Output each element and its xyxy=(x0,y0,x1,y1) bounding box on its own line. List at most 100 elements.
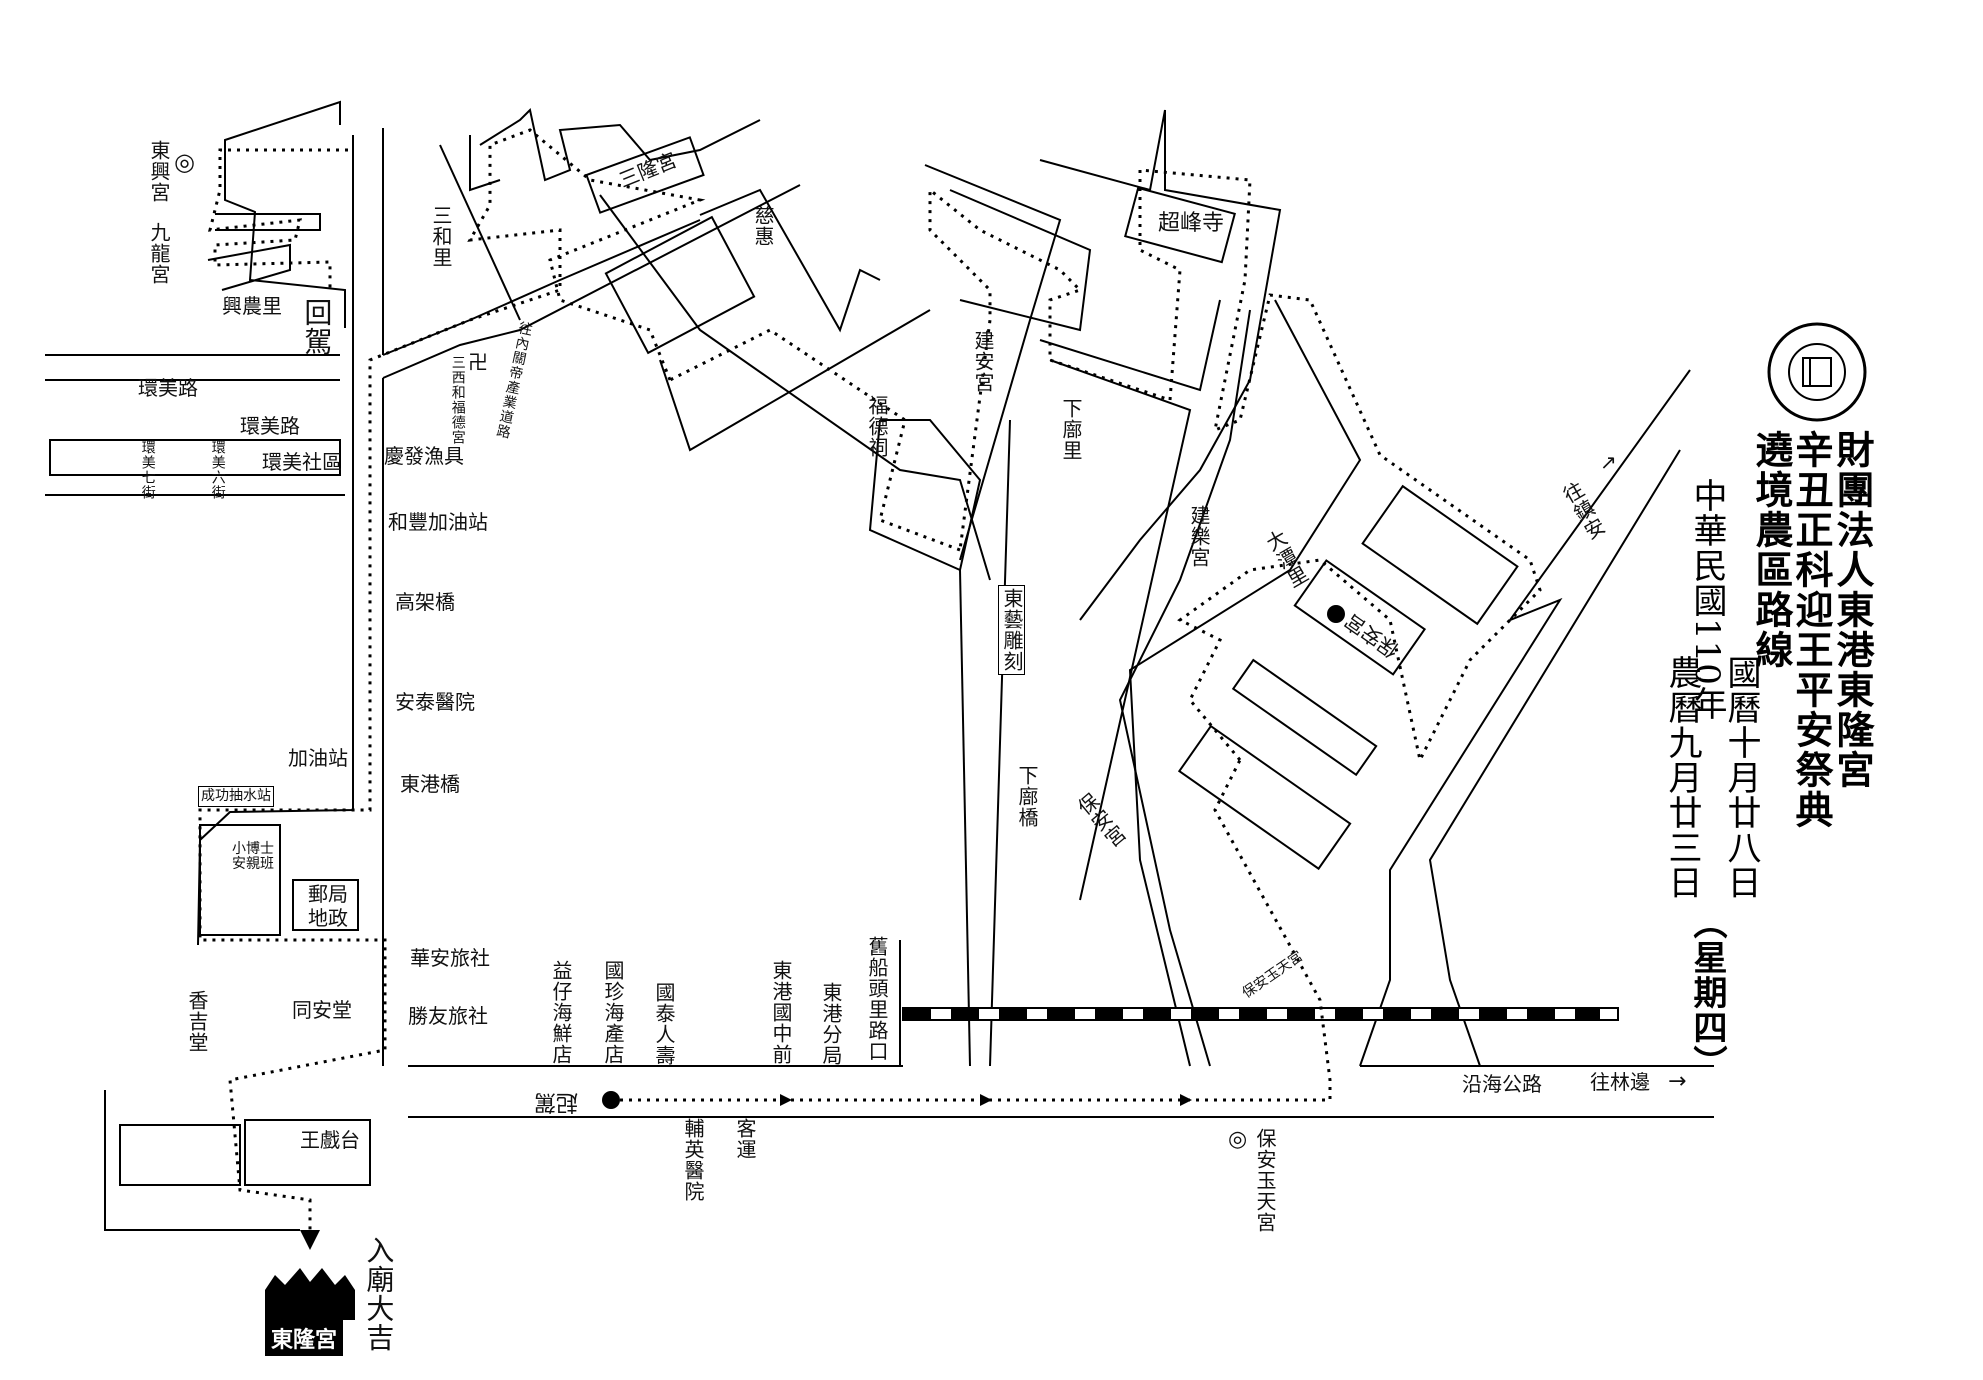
baoan-dot-icon xyxy=(1327,605,1345,623)
road-cihui xyxy=(599,194,991,581)
road-xiabu xyxy=(1039,299,1221,392)
route-sanlong xyxy=(198,128,706,1240)
label-return: 回駕 xyxy=(300,298,334,356)
label-huaan-hotel: 華安旅社 xyxy=(410,946,490,970)
label-bus-station: 客運 xyxy=(733,1118,757,1160)
road-jianan-inner xyxy=(949,189,1092,332)
block-east-2 xyxy=(1231,658,1378,777)
route-block-loop xyxy=(928,168,1542,765)
temple-marker-icon: ◎ xyxy=(1228,1127,1248,1152)
label-huanmei-road-2: 環美路 xyxy=(240,414,300,438)
road-ne-lower xyxy=(382,184,801,379)
label-jianan-temple: 建安宮 xyxy=(971,330,995,393)
road-datan xyxy=(1128,299,1362,1067)
road-xiabu-2 xyxy=(1049,359,1192,901)
label-antai-hospital: 安泰醫院 xyxy=(395,690,475,714)
label-wangxitai: 王戲台 xyxy=(300,1128,360,1152)
label-xiaoboshi: 小博士安親班 xyxy=(232,841,274,872)
temple-marker-icon: ◎ xyxy=(174,148,195,176)
road-jiulong-inner xyxy=(207,243,291,291)
block-west xyxy=(119,1124,241,1186)
block-xiaoboshi xyxy=(199,824,281,936)
arrow-icon xyxy=(980,1094,992,1106)
title-line3: 遶境農區路線 xyxy=(1749,430,1794,670)
label-donggang-bridge: 東港橋 xyxy=(400,772,460,796)
label-cihui: 慈惠 xyxy=(751,205,775,247)
road-zhenan xyxy=(1359,369,1691,1067)
label-huanmei-6th-st: 環美六街 xyxy=(209,440,226,500)
label-dongliong-temple: 東隆宮 xyxy=(265,1320,344,1356)
road-datan-east xyxy=(1118,309,1251,1067)
temple-seal-logo xyxy=(1767,322,1867,422)
label-sanxi-fude-temple: 三西和福德宮 xyxy=(449,355,466,445)
label-jiulong-temple: 九龍宮 xyxy=(147,222,171,285)
label-chaofeng-temple: 超峰寺 xyxy=(1158,211,1225,236)
arrow-icon xyxy=(1180,1094,1192,1106)
label-dongxing-temple: 東興宮 xyxy=(147,140,171,203)
label-enter-temple: 入廟大吉 xyxy=(362,1236,396,1352)
label-chenggong-pump: 成功抽水站 xyxy=(198,786,274,807)
block-post xyxy=(292,879,359,931)
label-huanmei-7th-st: 環美七街 xyxy=(139,440,156,500)
road-cihui-2 xyxy=(699,188,881,333)
title-line2: 辛丑正科迎王平安祭典 xyxy=(1789,430,1834,830)
route-dongxing xyxy=(208,148,348,290)
road-sw-diag xyxy=(659,309,931,452)
road-ne-upper xyxy=(382,219,701,356)
road-donggang-west xyxy=(959,569,971,1067)
label-fuying-hospital: 輔英醫院 xyxy=(681,1118,705,1202)
road-chaofeng xyxy=(1039,109,1282,621)
label-xiabu-bridge: 下廍橋 xyxy=(1015,765,1039,828)
road-zhenan-2 xyxy=(1428,449,1681,1067)
route-coastal xyxy=(611,759,1332,1102)
road-sanlong xyxy=(479,107,761,182)
label-guozhen-seafood: 國珍海產店 xyxy=(601,960,625,1065)
label-post-office: 郵局 xyxy=(308,882,348,906)
block-baoan xyxy=(1293,559,1427,676)
label-hefeng-gas: 和豐加油站 xyxy=(388,510,488,534)
label-jianle-temple: 建樂宮 xyxy=(1187,505,1211,568)
arrow-icon xyxy=(300,1230,320,1250)
block-east-3 xyxy=(1177,724,1352,871)
block-wangxitai xyxy=(244,1119,371,1186)
label-to-linbian: 往林邊 xyxy=(1590,1070,1650,1094)
label-dongyi-carving: 東藝雕刻 xyxy=(998,585,1025,675)
label-jiuchuantou-junction: 舊船頭里路口 xyxy=(865,936,889,1062)
label-xiabu-village: 下廍里 xyxy=(1059,398,1083,461)
title-line1: 財團法人東港東隆宮 xyxy=(1830,430,1875,790)
label-yizai-seafood: 益仔海鮮店 xyxy=(549,960,573,1065)
railway xyxy=(902,1007,1619,1021)
label-yutian-temple: 保安玉天宮 xyxy=(1253,1128,1277,1233)
label-cathay-life: 國泰人壽 xyxy=(652,982,676,1066)
block-chaofeng xyxy=(1124,186,1236,264)
date-weekday: （星期四） xyxy=(1687,905,1727,1080)
procession-route xyxy=(198,128,1542,1240)
road-dongxing xyxy=(224,100,346,328)
road-sanhe xyxy=(439,144,521,321)
block-huanmei xyxy=(49,439,341,476)
date-lunar: 農曆九月廿三日 xyxy=(1662,655,1702,900)
label-xiangji-hall: 香吉堂 xyxy=(185,990,209,1053)
start-point-icon xyxy=(602,1091,620,1109)
label-gas-station: 加油站 xyxy=(288,746,348,770)
label-start: 起駕 xyxy=(534,1089,579,1115)
date-solar: 國曆十月廿八日 xyxy=(1721,655,1761,900)
label-coastal-road: 沿海公路 xyxy=(1462,1072,1542,1096)
label-viaduct: 高架橋 xyxy=(395,590,455,614)
arrow-right-icon: → xyxy=(1668,1069,1687,1094)
dongliong-temple-icon xyxy=(265,1268,355,1320)
label-huanmei-road-1: 環美路 xyxy=(138,376,198,400)
label-fude-shrine: 福德祠 xyxy=(865,395,889,458)
label-land-office: 地政 xyxy=(308,906,348,930)
date-roc-year: 中華民國110年 xyxy=(1687,478,1727,721)
road-dongxing-inner xyxy=(215,213,321,231)
block-central xyxy=(604,215,756,355)
label-sanhe-village: 三和里 xyxy=(429,205,453,268)
roads xyxy=(45,100,1714,1231)
label-donggang-police: 東港分局 xyxy=(819,982,843,1066)
road-main-left xyxy=(197,135,354,946)
road-west-bottom xyxy=(104,1090,300,1231)
route-fude xyxy=(669,328,961,552)
